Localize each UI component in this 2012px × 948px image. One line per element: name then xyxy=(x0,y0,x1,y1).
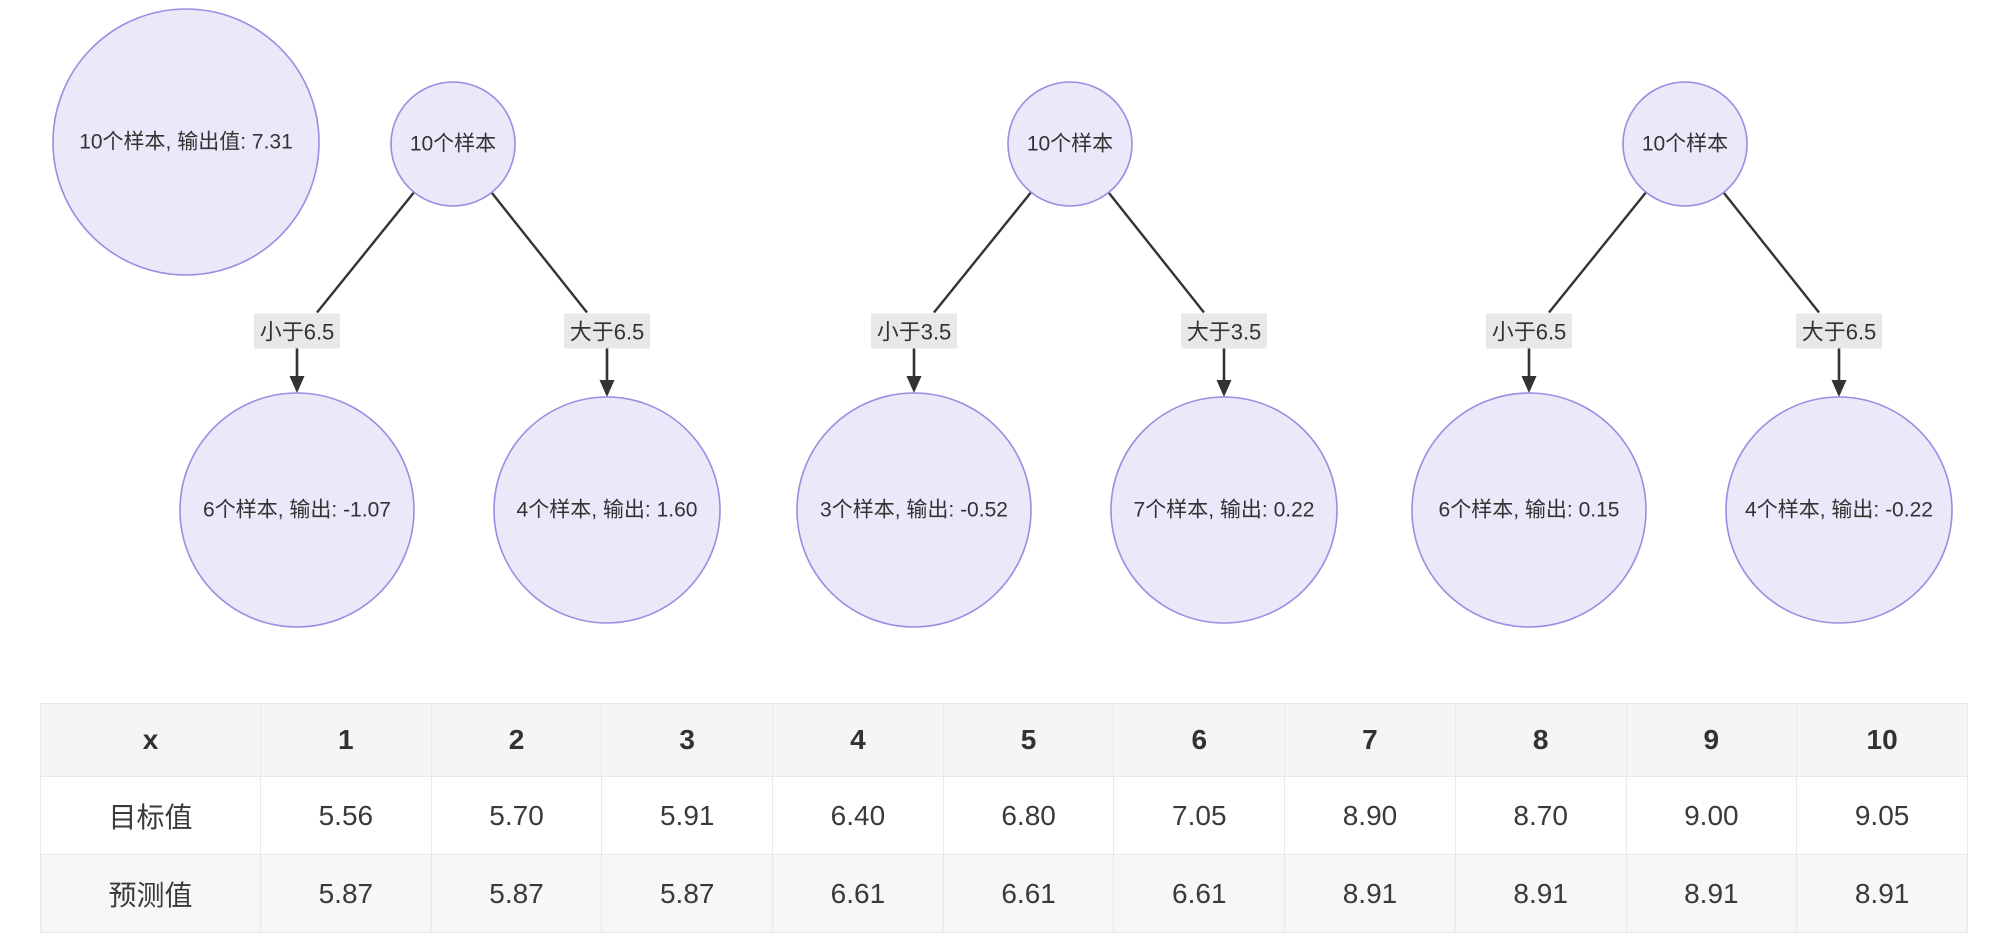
value-cell: 5.87 xyxy=(601,854,774,933)
tree-branch-line xyxy=(316,191,415,314)
tree-2-left-leaf-node: 3个样本, 输出: -0.52 xyxy=(796,392,1032,628)
tree-2-left-edge-label: 小于3.5 xyxy=(871,313,957,349)
table-header-col-1: 1 xyxy=(260,703,432,777)
value-cell: 6.61 xyxy=(942,854,1115,933)
table-header-col-7: 7 xyxy=(1284,703,1456,777)
tree-1-left-edge-label: 小于6.5 xyxy=(254,313,340,349)
tree-2-right-edge-label: 大于3.5 xyxy=(1181,313,1267,349)
value-cell: 7.05 xyxy=(1113,776,1286,855)
tree-1-right-edge-label-text: 大于6.5 xyxy=(570,320,645,345)
tree-1-right-leaf-node: 4个样本, 输出: 1.60 xyxy=(493,396,721,624)
table-header-col-6: 6 xyxy=(1113,703,1286,777)
tree-3-root-node-label: 10个样本 xyxy=(1642,133,1728,156)
value-cell: 8.91 xyxy=(1796,854,1968,933)
tree-branch-line xyxy=(1548,191,1647,314)
arrow-head-icon xyxy=(289,376,305,393)
table-header-col-3: 3 xyxy=(601,703,774,777)
tree-3-right-edge-label: 大于6.5 xyxy=(1796,313,1882,349)
tree-2-root-node: 10个样本 xyxy=(1007,81,1133,207)
value-cell: 6.61 xyxy=(772,854,944,933)
value-cell: 6.40 xyxy=(772,776,944,855)
value-cell: 6.80 xyxy=(942,776,1115,855)
table-header-col-8: 8 xyxy=(1454,703,1627,777)
table-header-col-9: 9 xyxy=(1625,703,1798,777)
value-cell: 5.87 xyxy=(260,854,432,933)
value-cell: 5.87 xyxy=(430,854,603,933)
row-label: 预测值 xyxy=(40,854,261,933)
value-cell: 5.56 xyxy=(260,776,432,855)
table-header-col-10: 10 xyxy=(1796,703,1968,777)
value-cell: 5.91 xyxy=(601,776,774,855)
tree-1-right-edge-label: 大于6.5 xyxy=(564,313,650,349)
tree-2-left-leaf-node-label: 3个样本, 输出: -0.52 xyxy=(820,499,1008,522)
tree-2-right-leaf-node: 7个样本, 输出: 0.22 xyxy=(1110,396,1338,624)
tree-2-root-node-label: 10个样本 xyxy=(1027,133,1113,156)
tree-3-left-edge-label-text: 小于6.5 xyxy=(1492,320,1567,345)
value-cell: 8.91 xyxy=(1284,854,1456,933)
tree-1-left-leaf-node-label: 6个样本, 输出: -1.07 xyxy=(203,499,391,522)
tree-2-left-edge-label-text: 小于3.5 xyxy=(877,320,952,345)
tree-1-root-node: 10个样本 xyxy=(390,81,516,207)
arrow-head-icon xyxy=(1831,380,1847,397)
arrow-head-icon xyxy=(599,380,615,397)
tree-3-right-edge-label-text: 大于6.5 xyxy=(1802,320,1877,345)
table-header-col-5: 5 xyxy=(942,703,1115,777)
tree-3-right-leaf-node-label: 4个样本, 输出: -0.22 xyxy=(1745,499,1933,522)
value-cell: 6.61 xyxy=(1113,854,1286,933)
value-cell: 9.00 xyxy=(1625,776,1798,855)
tree-1-right-leaf-node-label: 4个样本, 输出: 1.60 xyxy=(517,499,698,522)
tree-3-left-leaf-node-label: 6个样本, 输出: 0.15 xyxy=(1439,499,1620,522)
arrow-head-icon xyxy=(1521,376,1537,393)
table-header-col-2: 2 xyxy=(430,703,603,777)
tree-3-left-edge-label: 小于6.5 xyxy=(1486,313,1572,349)
value-cell: 9.05 xyxy=(1796,776,1968,855)
value-cell: 8.90 xyxy=(1284,776,1456,855)
initial-prediction-node-label: 10个样本, 输出值: 7.31 xyxy=(79,131,293,154)
value-cell: 8.70 xyxy=(1454,776,1627,855)
tree-3-right-leaf-node: 4个样本, 输出: -0.22 xyxy=(1725,396,1953,624)
table-header-x: x xyxy=(40,703,261,777)
tree-3-root-node: 10个样本 xyxy=(1622,81,1748,207)
tree-1-left-edge-label-text: 小于6.5 xyxy=(260,320,335,345)
tree-1-left-leaf-node: 6个样本, 输出: -1.07 xyxy=(179,392,415,628)
tree-2-right-edge-label-text: 大于3.5 xyxy=(1187,320,1262,345)
initial-prediction-node: 10个样本, 输出值: 7.31 xyxy=(52,8,320,276)
value-cell: 8.91 xyxy=(1625,854,1798,933)
tree-branch-line xyxy=(1722,191,1820,314)
row-label: 目标值 xyxy=(40,776,261,855)
tree-2-right-leaf-node-label: 7个样本, 输出: 0.22 xyxy=(1134,499,1315,522)
table-header-col-4: 4 xyxy=(772,703,944,777)
tree-3-left-leaf-node: 6个样本, 输出: 0.15 xyxy=(1411,392,1647,628)
arrow-head-icon xyxy=(1216,380,1232,397)
tree-1-root-node-label: 10个样本 xyxy=(410,133,496,156)
tree-branch-line xyxy=(490,191,588,314)
value-cell: 8.91 xyxy=(1454,854,1627,933)
value-cell: 5.70 xyxy=(430,776,603,855)
arrow-head-icon xyxy=(906,376,922,393)
tree-branch-line xyxy=(1107,191,1205,314)
tree-branch-line xyxy=(933,191,1032,314)
